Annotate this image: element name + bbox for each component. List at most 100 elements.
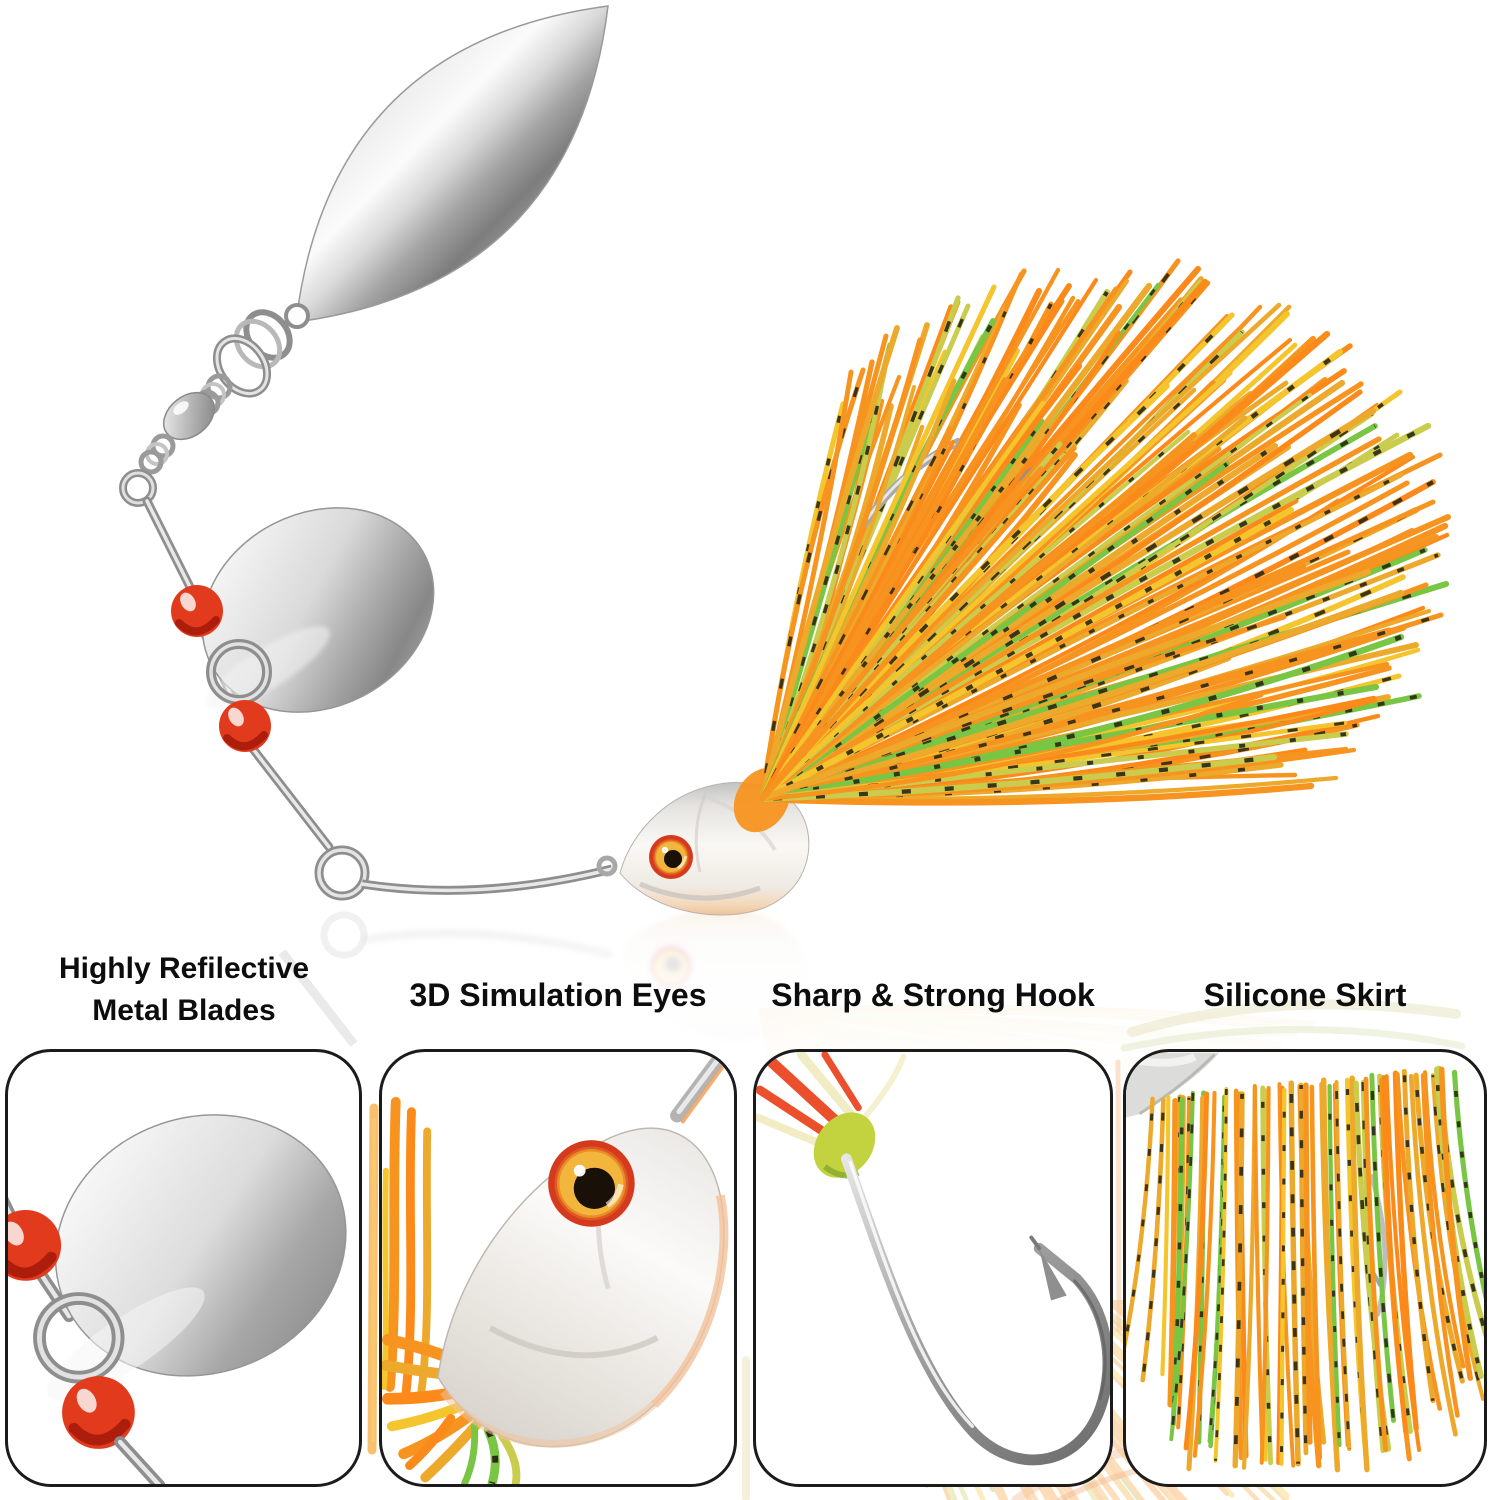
skirt-strand (759, 436, 1382, 802)
skirt-strand (1126, 1098, 1155, 1346)
panel-hook-closeup (753, 1049, 1113, 1487)
skirt-strand (1169, 1090, 1195, 1442)
skirt-strand (760, 351, 890, 800)
blade-rivet (284, 303, 310, 329)
skirt-strand (1320, 1077, 1341, 1473)
jig-head-large (437, 1127, 729, 1448)
wire-stub (670, 1052, 733, 1124)
skirt-strand (1328, 1086, 1341, 1446)
skirt-strand (1363, 1076, 1389, 1453)
wire-bend-loop (314, 845, 614, 901)
skirt-closeup (1126, 1052, 1484, 1473)
skirt-strand (758, 782, 1315, 806)
skirt-strand (759, 325, 900, 802)
skirt-strand (1140, 1097, 1166, 1383)
skirt-strand (1288, 1080, 1301, 1467)
skirt-strand (1392, 1070, 1419, 1432)
skirt-strand (761, 721, 1346, 801)
skirt-strand (761, 615, 1285, 801)
skirt-strand (1438, 1066, 1473, 1381)
skirt-strand (761, 508, 1417, 801)
skirt-strand (1252, 1083, 1265, 1461)
skirt-strand (760, 305, 970, 800)
panel-metal-blade-closeup (5, 1049, 362, 1487)
feature-label-eyes: 3D Simulation Eyes (409, 977, 707, 1013)
wire-reflection-ghost (278, 949, 358, 1047)
3d-eye-large (548, 1140, 635, 1227)
feature-label-skirt: Silicone Skirt (1203, 977, 1407, 1013)
skirt-strand (759, 370, 1233, 802)
skirt-strand (759, 377, 1008, 802)
eye-closeup (382, 1052, 733, 1484)
hook-barb (1039, 1248, 1067, 1301)
line-tie-loop (596, 855, 618, 877)
feature-label-hook: Sharp & Strong Hook (771, 977, 1095, 1013)
skirt-strand (761, 393, 1311, 801)
feature-label-blades: Highly Refilective Metal Blades (58, 952, 310, 1027)
skirt-strands-corner (756, 1052, 907, 1148)
skirt-strand (758, 568, 1372, 803)
skirt-strand (759, 692, 1264, 802)
skirt-strand (1183, 1091, 1210, 1451)
silicone-skirt-front (758, 267, 1451, 806)
hook-collar (813, 1112, 876, 1178)
skirt-strand (1381, 1075, 1408, 1434)
skirt-strand (759, 400, 1046, 802)
skirt-strand (1334, 1080, 1352, 1452)
skirt-strand (761, 754, 1275, 802)
red-bead (219, 700, 271, 752)
skirt-strand (1309, 1084, 1323, 1461)
hook-large (841, 1153, 1110, 1466)
skirt-strand (759, 425, 953, 802)
silicone-skirt-hanging (1126, 1065, 1484, 1473)
skirt-strand (1436, 1068, 1484, 1335)
skirt-strand (759, 439, 956, 802)
skirt-strand (1160, 1094, 1171, 1377)
skirt-strand (1233, 1093, 1244, 1466)
skirt-strand (1167, 1097, 1179, 1408)
red-bead (171, 585, 223, 637)
skirt-strand (1192, 1090, 1217, 1458)
skirt-strand (1420, 1072, 1460, 1418)
skirt-strand (1354, 1083, 1391, 1450)
skirt-strand (1422, 1070, 1466, 1369)
skirt-strand (1241, 1085, 1257, 1470)
skirt-strand (758, 683, 1380, 803)
skirt-strand (761, 655, 1229, 802)
skirt-strand (760, 379, 1128, 801)
skirt-strand (759, 563, 1307, 802)
red-bead (62, 1376, 135, 1449)
skirt-strand (760, 281, 1210, 801)
head-stub (1126, 1052, 1220, 1118)
skirt-strand (1213, 1087, 1229, 1463)
skirt-strand (759, 466, 1044, 802)
skirt-strand (1303, 1082, 1313, 1445)
skirt-strand (1401, 1068, 1436, 1404)
skirt-strand (1279, 1089, 1286, 1464)
willow-blade (284, 5, 609, 329)
skirt-strand (758, 506, 1295, 803)
3d-eye (649, 835, 693, 879)
red-bead (8, 1210, 62, 1281)
skirt-strand (760, 409, 1375, 801)
skirt-strand (1408, 1073, 1458, 1437)
skirt-strand (1259, 1086, 1271, 1465)
swivel (119, 309, 293, 507)
hook-closeup (756, 1052, 1110, 1466)
colorado-blade (201, 507, 435, 713)
skirt-strand (760, 424, 1376, 801)
skirt-strand (1349, 1075, 1370, 1473)
skirt-strand (759, 612, 1444, 802)
skirt-strand (1299, 1085, 1308, 1453)
skirt-strand (1361, 1082, 1385, 1452)
skirt-strand (759, 445, 1077, 802)
skirt-strand (759, 284, 997, 802)
skirt-strand (758, 589, 1405, 803)
panel-3d-eye-closeup (379, 1049, 737, 1487)
loop-reflection-ghost (320, 911, 368, 959)
panel-skirt-closeup (1123, 1049, 1487, 1487)
skirt-strand (759, 367, 866, 802)
skirt-strand (759, 461, 1230, 802)
blade-closeup (8, 1114, 347, 1484)
